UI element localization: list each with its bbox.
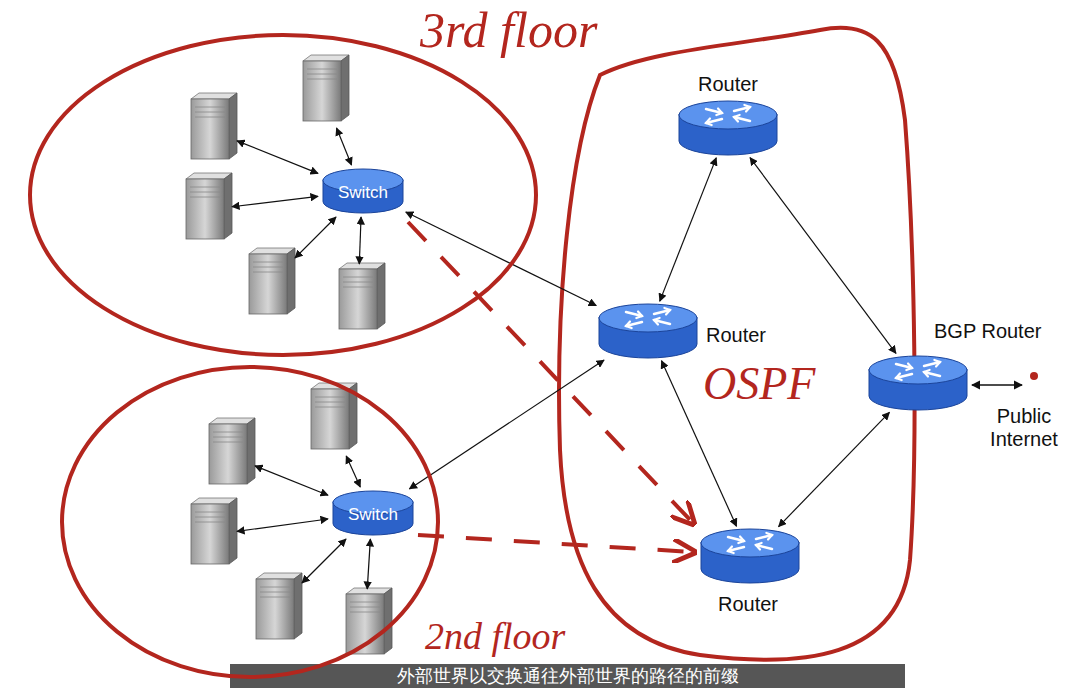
server-link xyxy=(359,217,361,264)
ospf-region xyxy=(559,28,915,660)
floor-region: 3rd floorSwitch xyxy=(25,5,660,360)
annotation-arrow xyxy=(408,222,692,522)
subtitle: 外部世界以交换通往外部世界的路径的前缀 xyxy=(230,666,905,687)
pointer-dot xyxy=(1030,372,1038,380)
router-outline xyxy=(598,303,698,359)
server-link xyxy=(367,539,370,589)
router-label: Router xyxy=(698,74,758,94)
router-outline xyxy=(868,355,968,411)
router-label: BGP Router xyxy=(934,321,1041,341)
server-link xyxy=(237,141,318,174)
internet-label: Public Internet xyxy=(978,405,1070,451)
router-icon: Router xyxy=(598,303,698,359)
internet-link xyxy=(972,384,1022,385)
switch-label: Switch xyxy=(348,506,398,523)
annotation-arrow xyxy=(418,535,692,552)
network-link xyxy=(779,412,890,526)
switch-icon: Switch xyxy=(332,490,414,536)
server-link xyxy=(346,456,360,487)
network-link xyxy=(750,158,896,354)
router-label: Router xyxy=(706,325,766,345)
server-link xyxy=(337,128,352,165)
network-link xyxy=(660,158,716,301)
subtitle-bar xyxy=(230,664,905,688)
router-outline xyxy=(700,528,800,584)
router-icon: Router xyxy=(700,528,800,584)
switch-label: Switch xyxy=(338,184,388,201)
network-link xyxy=(409,360,604,489)
protocol-note: OSPF xyxy=(703,358,815,411)
bgp-router-icon: BGP Router xyxy=(868,355,968,411)
switch-icon: Switch xyxy=(322,168,404,214)
router-label: Router xyxy=(718,594,778,614)
server-link xyxy=(295,217,336,258)
floor-label: 3rd floor xyxy=(420,5,597,55)
server-link xyxy=(232,196,318,206)
server-link xyxy=(237,519,328,531)
network-link xyxy=(406,212,596,306)
floor-region: 2nd floor Switch xyxy=(55,355,600,688)
server-link xyxy=(255,466,328,495)
router-icon: Router xyxy=(678,100,778,156)
server-link xyxy=(302,539,346,583)
router-outline xyxy=(678,100,778,156)
floor-label: 2nd floor xyxy=(425,617,565,655)
